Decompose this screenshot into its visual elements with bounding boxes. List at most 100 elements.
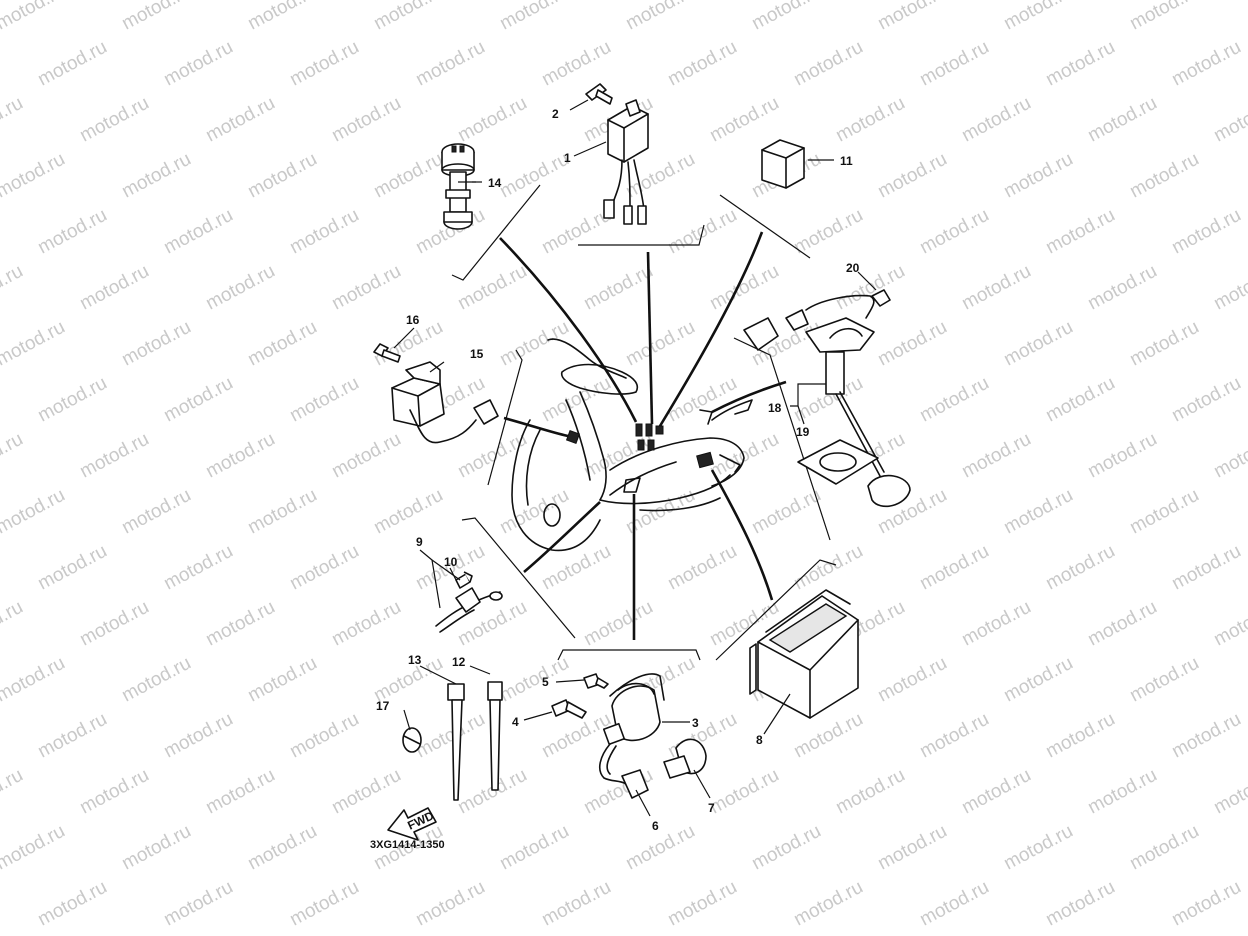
- battery-part-8[interactable]: [749, 589, 859, 719]
- watermark-text: motod.ru: [1168, 373, 1244, 427]
- watermark-text: motod.ru: [1126, 821, 1202, 875]
- watermark-text: motod.ru: [454, 261, 530, 315]
- watermark-text: motod.ru: [706, 429, 782, 483]
- watermark-text: motod.ru: [790, 541, 866, 595]
- watermark-text: motod.ru: [118, 485, 194, 539]
- diagram-code: 3XG1414-1350: [370, 839, 445, 851]
- watermark-text: motod.ru: [1084, 261, 1160, 315]
- watermark-text: motod.ru: [244, 485, 320, 539]
- watermark-text: motod.ru: [34, 709, 110, 763]
- watermark-text: motod.ru: [202, 765, 278, 819]
- callout-5: 5: [542, 675, 549, 689]
- watermark-text: motod.ru: [202, 597, 278, 651]
- bolt-part-5[interactable]: [583, 673, 609, 689]
- watermark-text: motod.ru: [1000, 317, 1076, 371]
- watermark-text: motod.ru: [160, 709, 236, 763]
- watermark-text: motod.ru: [1000, 821, 1076, 875]
- callout-10: 10: [444, 555, 458, 569]
- watermark-text: motod.ru: [454, 429, 530, 483]
- watermark-text: motod.ru: [0, 765, 27, 819]
- watermark-text: motod.ru: [664, 877, 740, 931]
- watermark-text: motod.ru: [244, 317, 320, 371]
- watermark-text: motod.ru: [1210, 261, 1248, 315]
- clamp-part-17[interactable]: [402, 727, 422, 753]
- watermark-text: motod.ru: [370, 485, 446, 539]
- cdi-unit-part-1[interactable]: [603, 99, 649, 225]
- plug-cap-seal-part-7[interactable]: [663, 738, 707, 779]
- watermark-text: motod.ru: [748, 485, 824, 539]
- watermark-text: motod.ru: [622, 0, 698, 34]
- watermark-text: motod.ru: [1042, 709, 1118, 763]
- watermark-text: motod.ru: [76, 765, 152, 819]
- watermark-text: motod.ru: [1126, 149, 1202, 203]
- watermark-text: motod.ru: [664, 541, 740, 595]
- watermark-text: motod.ru: [1042, 205, 1118, 259]
- watermark-text: motod.ru: [832, 765, 908, 819]
- watermark-text: motod.ru: [286, 709, 362, 763]
- watermark-text: motod.ru: [202, 93, 278, 147]
- ignition-coil-part-3[interactable]: [602, 673, 665, 746]
- watermark-text: motod.ru: [286, 205, 362, 259]
- watermark-text: motod.ru: [874, 0, 950, 34]
- callout-8: 8: [756, 733, 763, 747]
- watermark-text: motod.ru: [34, 37, 110, 91]
- watermark-text: motod.ru: [328, 93, 404, 147]
- callout-4: 4: [512, 715, 519, 729]
- watermark-text: motod.ru: [412, 37, 488, 91]
- watermark-text: motod.ru: [412, 877, 488, 931]
- bolt-part-2[interactable]: [585, 83, 613, 105]
- watermark-text: motod.ru: [0, 429, 27, 483]
- watermark-text: motod.ru: [1168, 877, 1244, 931]
- watermark-text: motod.ru: [1000, 149, 1076, 203]
- callout-17: 17: [376, 699, 390, 713]
- watermark-text: motod.ru: [538, 877, 614, 931]
- callout-20: 20: [846, 261, 860, 275]
- cable-tie-part-12[interactable]: [487, 681, 503, 791]
- watermark-text: motod.ru: [244, 653, 320, 707]
- watermark-text: motod.ru: [1210, 429, 1248, 483]
- screw-part-10[interactable]: [455, 571, 473, 589]
- watermark-text: motod.ru: [1168, 37, 1244, 91]
- watermark-text: motod.ru: [622, 821, 698, 875]
- watermark-text: motod.ru: [328, 597, 404, 651]
- callout-16: 16: [406, 313, 420, 327]
- watermark-text: motod.ru: [958, 429, 1034, 483]
- watermark-text: motod.ru: [958, 261, 1034, 315]
- watermark-text: motod.ru: [1042, 541, 1118, 595]
- watermark-text: motod.ru: [286, 37, 362, 91]
- watermark-text: motod.ru: [244, 0, 320, 34]
- watermark-text: motod.ru: [1210, 93, 1248, 147]
- watermark-text: motod.ru: [832, 261, 908, 315]
- gasket-part-19[interactable]: [797, 439, 879, 485]
- watermark-text: motod.ru: [0, 821, 69, 875]
- wire-lead-part-9[interactable]: [435, 587, 503, 633]
- watermark-text: motod.ru: [790, 37, 866, 91]
- rectifier-regulator-part-15[interactable]: [391, 361, 499, 444]
- callout-11: 11: [840, 154, 853, 168]
- watermark-text: motod.ru: [244, 149, 320, 203]
- watermark-text: motod.ru: [916, 205, 992, 259]
- fuel-sender-part-18[interactable]: [743, 294, 911, 508]
- cable-tie-part-13[interactable]: [447, 683, 465, 801]
- callout-7: 7: [708, 801, 715, 815]
- screw-part-20[interactable]: [871, 289, 891, 307]
- flasher-relay-part-11[interactable]: [761, 139, 805, 189]
- bolt-part-16[interactable]: [373, 343, 401, 363]
- watermark-text: motod.ru: [0, 317, 69, 371]
- watermark-text: motod.ru: [0, 653, 69, 707]
- watermark-text: motod.ru: [0, 0, 69, 34]
- watermark-text: motod.ru: [916, 373, 992, 427]
- watermark-text: motod.ru: [916, 877, 992, 931]
- main-switch-part-14[interactable]: [441, 143, 475, 230]
- watermark-text: motod.ru: [496, 821, 572, 875]
- watermark-text: motod.ru: [370, 149, 446, 203]
- watermark-text: motod.ru: [1000, 485, 1076, 539]
- watermark-text: motod.ru: [160, 541, 236, 595]
- watermark-text: motod.ru: [538, 205, 614, 259]
- bolt-part-4[interactable]: [551, 699, 587, 719]
- watermark-text: motod.ru: [202, 429, 278, 483]
- spark-plug-cap-part-6[interactable]: [598, 743, 649, 799]
- watermark-text: motod.ru: [1042, 877, 1118, 931]
- watermark-text: motod.ru: [664, 37, 740, 91]
